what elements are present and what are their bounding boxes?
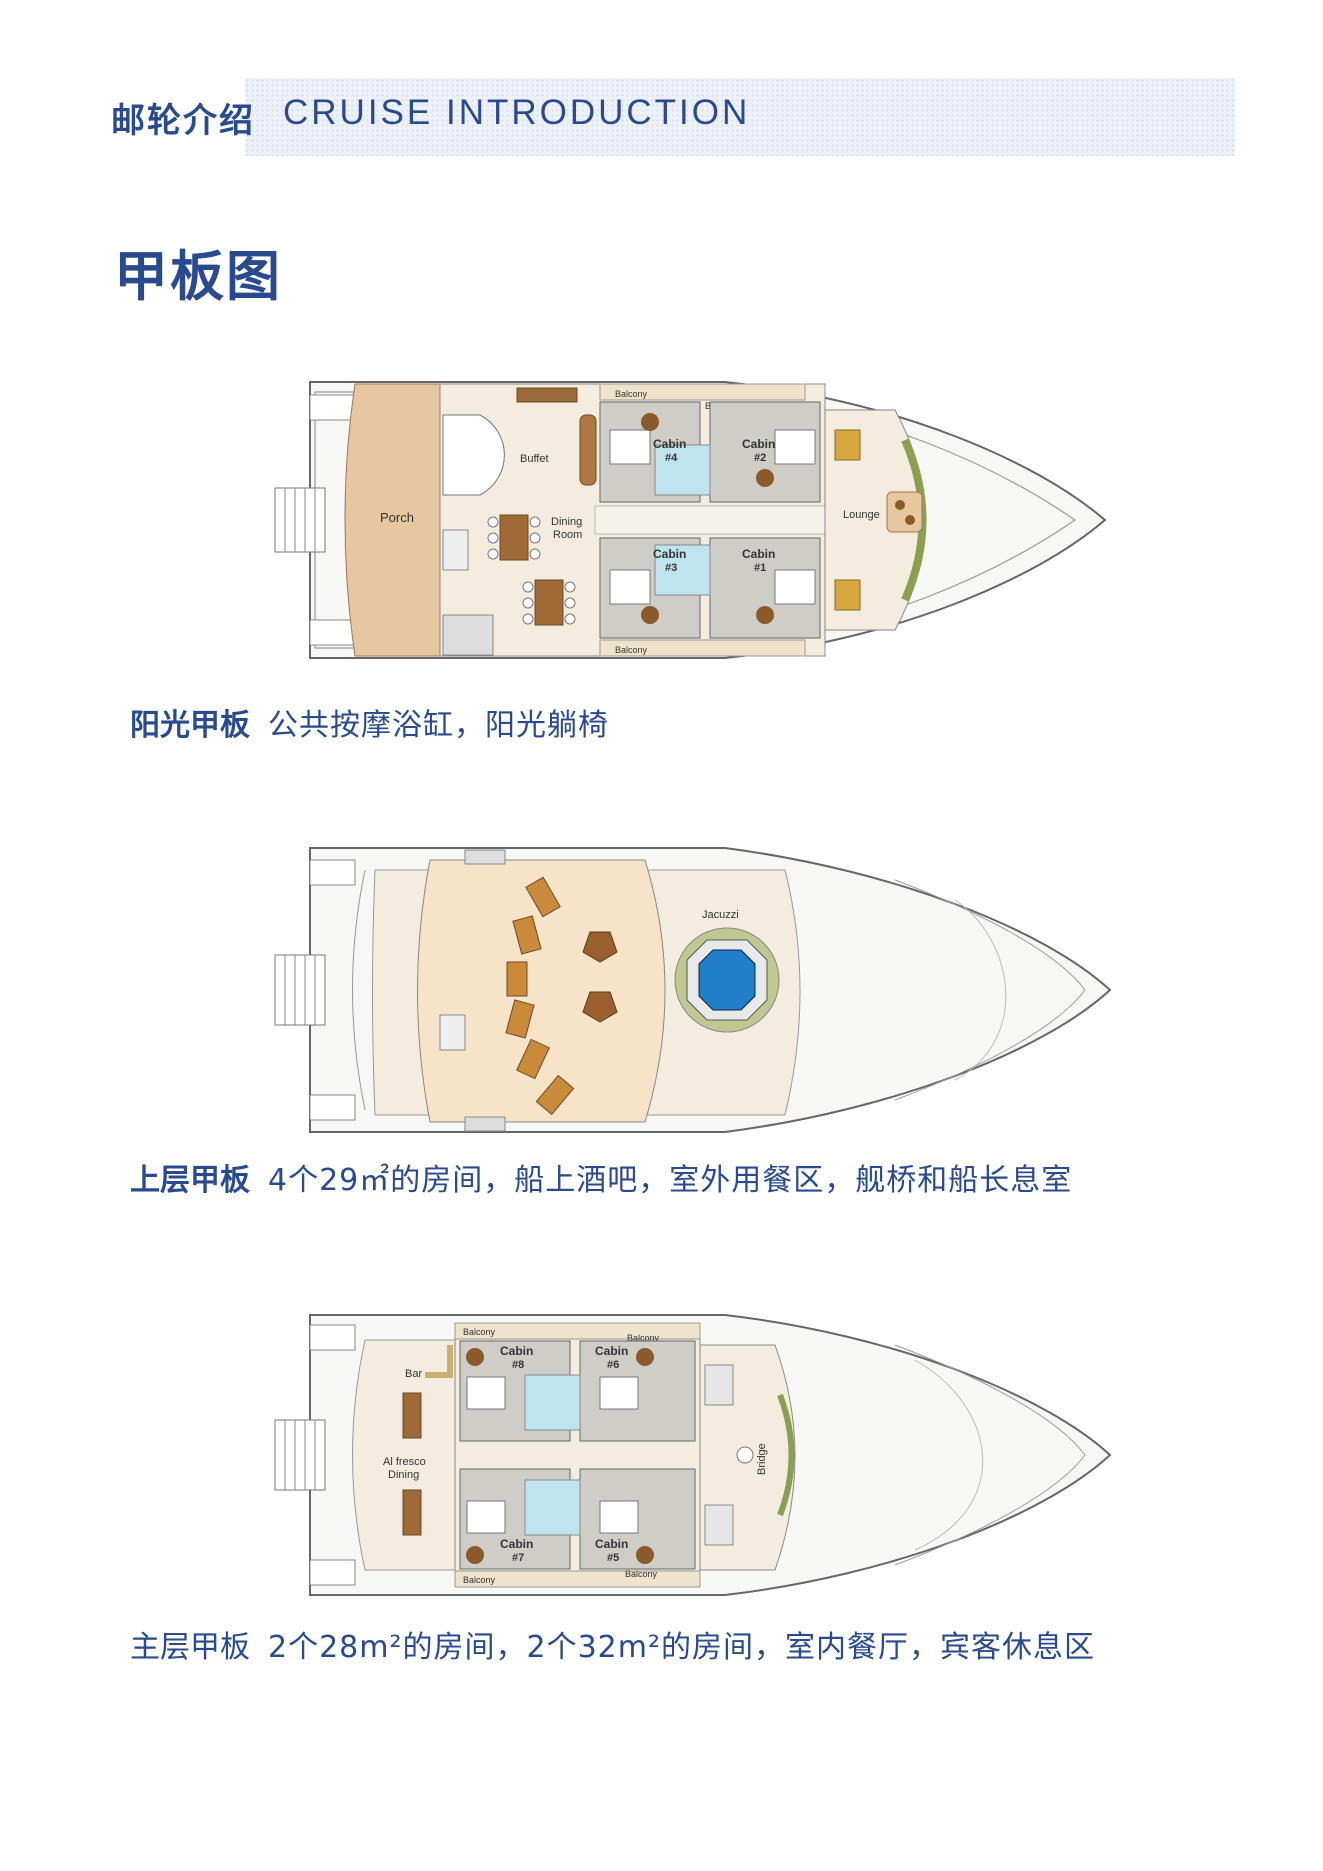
cabin-label: Cabin (653, 437, 686, 451)
cabin-label: Cabin (742, 547, 775, 561)
caption-sun-deck: 阳光甲板公共按摩浴缸，阳光躺椅 (130, 700, 609, 744)
sun-deck-plan: Porch Buffet Dining Room Balcony Balcony… (255, 370, 1125, 670)
deck-label: 上层甲板 (130, 1163, 250, 1198)
bridge-label: Bridge (756, 1443, 768, 1475)
svg-text:#2: #2 (754, 452, 766, 464)
balcony-label: Balcony (625, 1569, 658, 1579)
svg-text:#3: #3 (665, 562, 677, 574)
cabin-label: Cabin (742, 437, 775, 451)
caption-main-deck: 主层甲板 2个28m²的房间，2个32m²的房间，室内餐厅，宾客休息区 (130, 1622, 1095, 1666)
svg-text:#6: #6 (607, 1359, 619, 1371)
page-title: 甲板图 (114, 245, 282, 308)
cabin-label: Cabin (595, 1344, 628, 1358)
porch-label: Porch (380, 510, 414, 525)
deck-desc: 4个29㎡的房间，船上酒吧，室外用餐区，舰桥和船长息室 (268, 1163, 1073, 1198)
balcony-label: Balcony (627, 1333, 660, 1343)
header-band (245, 78, 1235, 156)
buffet-label: Buffet (520, 453, 549, 465)
jacuzzi-label: Jacuzzi (702, 909, 739, 921)
balcony-label: Balcony (463, 1575, 496, 1585)
room-label: Room (553, 529, 582, 541)
balcony-label: Balcony (615, 645, 648, 655)
svg-text:#8: #8 (512, 1359, 524, 1371)
deck-desc: 公共按摩浴缸，阳光躺椅 (268, 708, 609, 743)
dining-label: Dining (388, 1469, 419, 1481)
deck-label: 阳光甲板 (130, 708, 250, 743)
cabin-label: Cabin (595, 1537, 628, 1551)
cabin-label: Cabin (500, 1537, 533, 1551)
header-title-cn: 邮轮介绍 (111, 101, 255, 141)
header-title-en: CRUISE INTRODUCTION (283, 93, 751, 132)
svg-text:#5: #5 (607, 1552, 619, 1564)
balcony-label: Balcony (615, 389, 648, 399)
cabin-label: Cabin (500, 1344, 533, 1358)
bar-label: Bar (405, 1368, 422, 1380)
upper-deck-plan: Jacuzzi (255, 840, 1125, 1140)
deck-desc: 2个28m²的房间，2个32m²的房间，室内餐厅，宾客休息区 (268, 1630, 1096, 1665)
main-deck-plan: Bar Al fresco Dining Balcony Balcony Bal… (255, 1305, 1125, 1605)
lounge-label: Lounge (843, 509, 880, 521)
deck-label: 主层甲板 (130, 1630, 250, 1665)
alfresco-label: Al fresco (383, 1456, 426, 1468)
svg-text:#1: #1 (754, 562, 766, 574)
caption-upper-deck: 上层甲板 4个29㎡的房间，船上酒吧，室外用餐区，舰桥和船长息室 (130, 1155, 1072, 1199)
svg-text:#7: #7 (512, 1552, 524, 1564)
cabin-label: Cabin (653, 547, 686, 561)
balcony-label: Balcony (463, 1327, 496, 1337)
dining-label: Dining (551, 516, 582, 528)
svg-text:#4: #4 (665, 452, 678, 464)
